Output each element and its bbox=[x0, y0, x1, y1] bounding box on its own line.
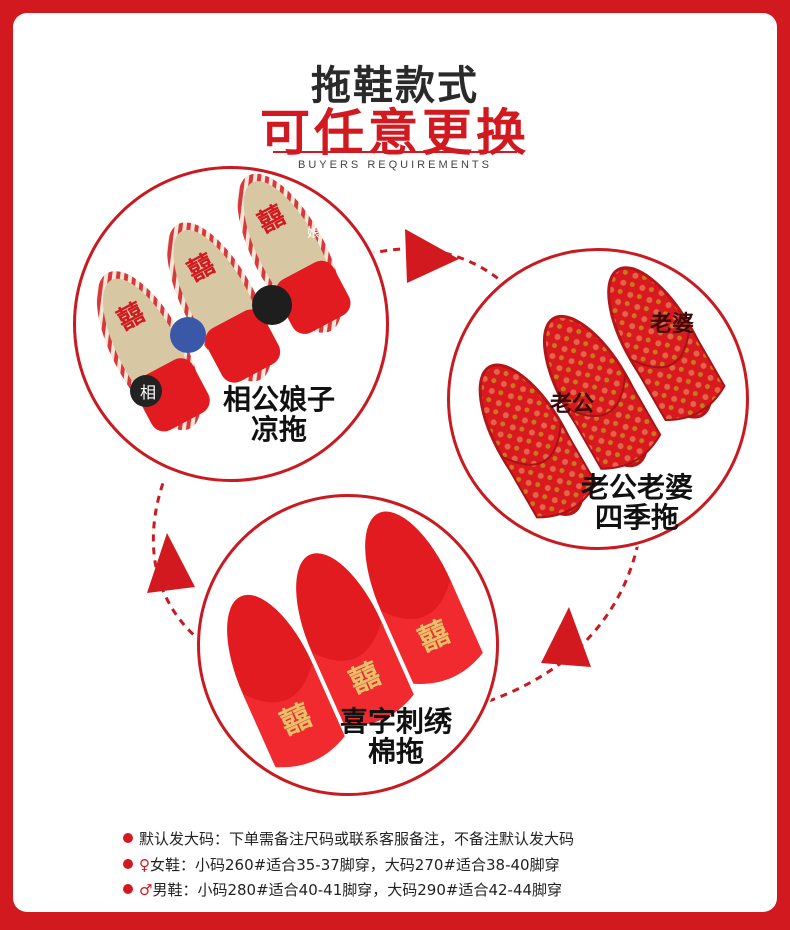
style-label-brocade: 老公老婆 四季拖 bbox=[581, 473, 693, 533]
embroidered-caption-b: 娘子 bbox=[307, 226, 333, 241]
dash-path-right bbox=[482, 542, 640, 705]
cartoon-face-icon bbox=[130, 375, 162, 407]
style-circle-embroidered: 囍 囍 囍 bbox=[197, 494, 499, 796]
style-label-embroidered-line2: 棉拖 bbox=[368, 735, 425, 768]
note-prefix: 女鞋： bbox=[150, 856, 196, 874]
note-text: 小码260#适合35-37脚穿，大码270#适合38-40脚穿 bbox=[195, 856, 560, 874]
embroidered-slippers-illustration: 囍 囍 囍 bbox=[227, 511, 483, 768]
cartoon-groom-icon bbox=[170, 317, 206, 353]
bullet-dot-icon bbox=[123, 859, 133, 869]
style-label-linen: 相公娘子 凉拖 bbox=[223, 385, 335, 445]
linen-slippers-illustration: 囍 囍 囍 相 娘子 bbox=[96, 173, 351, 432]
arrow-right-icon bbox=[541, 607, 591, 667]
note-default-size: 默认发大码：下单需备注尺码或联系客服备注，不备注默认发大码 bbox=[123, 828, 683, 849]
title-underline bbox=[273, 151, 517, 153]
brocade-caption-a: 老公 bbox=[549, 392, 594, 417]
note-prefix: 男鞋： bbox=[152, 881, 198, 899]
style-circle-brocade: 老公 老婆 bbox=[447, 248, 749, 550]
slipper-2: 囍 bbox=[167, 222, 281, 383]
note-men-size: ♂男鞋：小码280#适合40-41脚穿，大码290#适合42-44脚穿 bbox=[123, 879, 683, 900]
bullet-dot-icon bbox=[123, 884, 133, 894]
note-women-size: ♀女鞋：小码260#适合35-37脚穿，大码270#适合38-40脚穿 bbox=[123, 854, 683, 875]
note-text: 下单需备注尺码或联系客服备注，不备注默认发大码 bbox=[229, 830, 575, 848]
brocade-caption-b: 老婆 bbox=[649, 311, 694, 337]
plush-slipper-3: 囍 bbox=[365, 511, 483, 684]
title-line-1: 拖鞋款式 bbox=[311, 63, 479, 109]
plush-slipper-2: 囍 bbox=[296, 553, 414, 726]
slipper-1: 囍 bbox=[96, 271, 210, 432]
brocade-slipper-2 bbox=[542, 314, 662, 470]
brocade-slippers-illustration: 老公 老婆 bbox=[478, 266, 726, 519]
style-label-linen-line2: 凉拖 bbox=[251, 413, 308, 446]
cartoon-bride-icon bbox=[252, 285, 292, 325]
male-symbol-icon: ♂ bbox=[139, 881, 153, 899]
style-label-embroidered: 喜字刺绣 棉拖 bbox=[340, 707, 452, 767]
style-label-brocade-line2: 四季拖 bbox=[595, 501, 680, 534]
style-label-embroidered-line1: 喜字刺绣 bbox=[340, 705, 453, 738]
brocade-slipper-3 bbox=[607, 266, 726, 422]
arrow-left-icon bbox=[147, 533, 195, 593]
note-prefix: 默认发大码： bbox=[139, 830, 230, 848]
style-circle-linen: 囍 囍 囍 相 娘子 bbox=[73, 166, 389, 482]
style-label-linen-line1: 相公娘子 bbox=[223, 383, 336, 416]
style-label-brocade-line1: 老公老婆 bbox=[581, 471, 694, 504]
note-text: 小码280#适合40-41脚穿，大码290#适合42-44脚穿 bbox=[197, 881, 563, 899]
arrow-top-icon bbox=[405, 229, 459, 283]
slipper-3: 囍 bbox=[237, 173, 351, 334]
bullet-dot-icon bbox=[123, 833, 133, 843]
embroidered-caption-a: 相 bbox=[140, 383, 156, 402]
plush-slipper-1: 囍 bbox=[227, 594, 345, 768]
brocade-slipper-1 bbox=[478, 363, 598, 519]
female-symbol-icon: ♀ bbox=[139, 856, 150, 874]
subtitle: BUYERS REQUIREMENTS bbox=[298, 159, 492, 171]
content-card: 拖鞋款式 可任意更换 BUYERS REQUIREMENTS 囍 bbox=[13, 13, 777, 912]
